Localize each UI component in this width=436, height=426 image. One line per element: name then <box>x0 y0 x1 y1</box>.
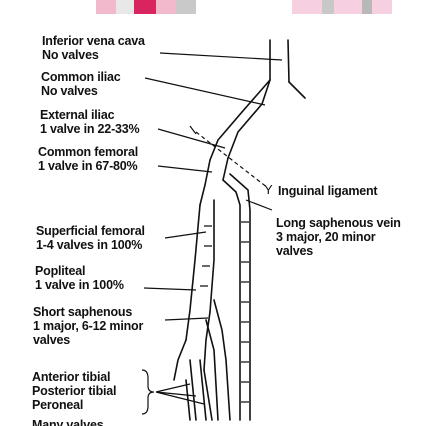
inguinal-symbol: Y <box>264 182 273 197</box>
external-iliac-vessel <box>210 104 262 160</box>
leader-ivc <box>160 53 282 60</box>
leader-superficial-femoral <box>165 232 206 238</box>
leader-common-femoral <box>158 166 212 172</box>
ivc-vessel <box>270 40 289 82</box>
leader-popliteal <box>144 288 196 290</box>
common-iliac-vessel <box>242 80 305 112</box>
tibial-brace <box>142 370 154 414</box>
leader-short-saphenous <box>165 318 208 320</box>
tibial-vessels <box>186 360 212 420</box>
leader-external-iliac <box>158 129 225 148</box>
leader-common-iliac <box>145 78 265 105</box>
cut-off-label: Many valves <box>32 418 103 426</box>
inguinal-ligament-label: Inguinal ligament <box>278 184 377 198</box>
leader-tibial <box>156 384 204 404</box>
